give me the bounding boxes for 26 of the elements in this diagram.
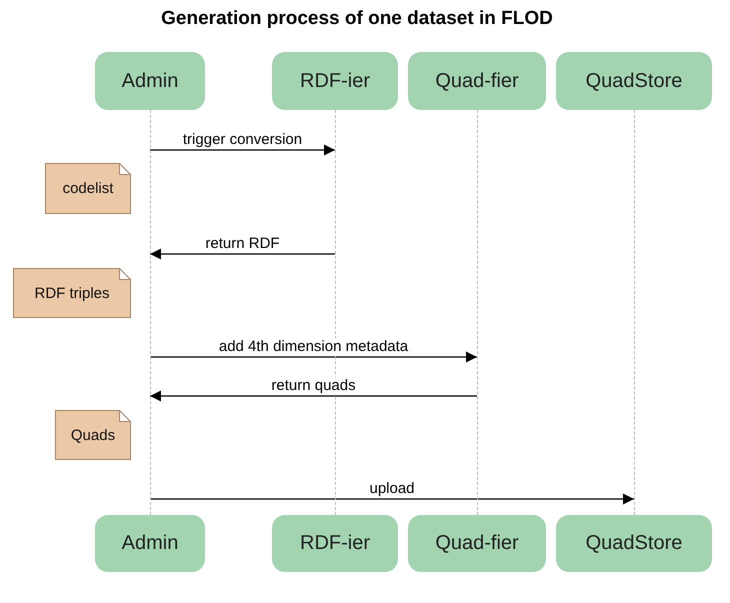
note-box xyxy=(13,268,131,318)
note-box xyxy=(55,410,131,460)
message-arrow xyxy=(150,144,335,156)
participant-box: QuadStore xyxy=(556,515,712,572)
lifeline xyxy=(634,110,638,515)
participant-box: Quad-fier xyxy=(408,52,546,110)
note-text: RDF triples xyxy=(34,284,110,302)
participant-box: QuadStore xyxy=(556,52,712,110)
participant-box: Admin xyxy=(95,515,205,572)
participant-box: Admin xyxy=(95,52,205,110)
note-box xyxy=(45,163,131,214)
message-arrow xyxy=(150,248,335,260)
participant-box: RDF-ier xyxy=(272,515,398,572)
participant-box: RDF-ier xyxy=(272,52,398,110)
lifeline xyxy=(150,110,154,515)
message-arrow xyxy=(150,494,634,504)
note-text: Quads xyxy=(70,426,116,444)
diagram-title: Generation process of one dataset in FLOD xyxy=(161,8,553,30)
message-arrow xyxy=(150,390,477,402)
participant-box: Quad-fier xyxy=(408,515,546,572)
edge-label: add 4th dimension metadata xyxy=(216,338,410,355)
message-arrow xyxy=(150,352,477,362)
note-text: codelist xyxy=(62,180,114,197)
edge-label: trigger conversion xyxy=(180,131,304,148)
edge-label: return quads xyxy=(269,377,358,394)
lifeline xyxy=(476,110,480,515)
